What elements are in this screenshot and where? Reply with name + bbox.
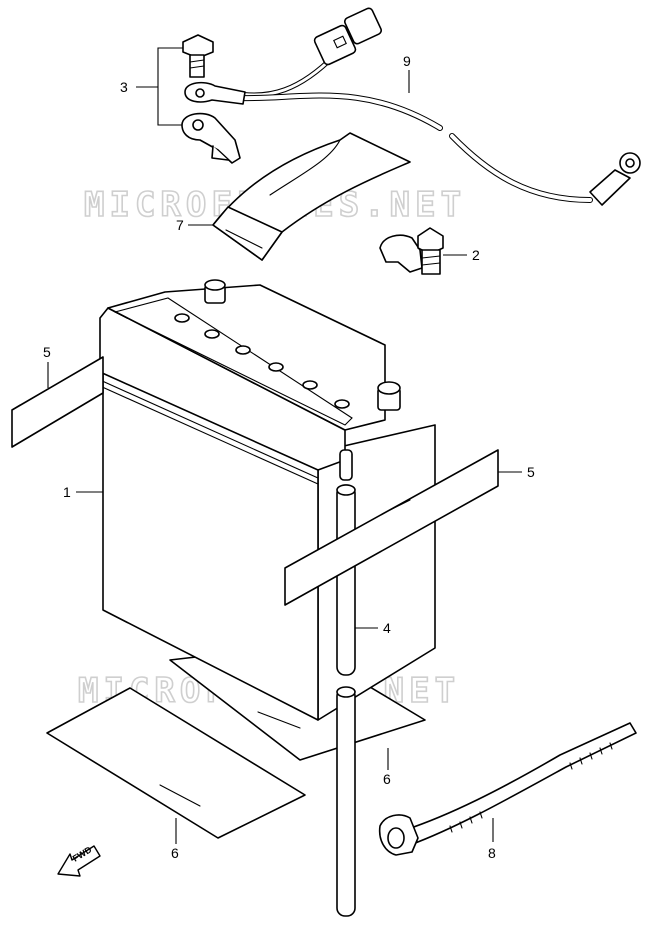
callout-8: 8	[488, 818, 496, 861]
callout-5-right: 5	[498, 464, 535, 480]
battery-strap	[212, 132, 411, 261]
callout-9: 9	[403, 53, 411, 93]
callout-9-label: 9	[403, 53, 411, 69]
clamp-teeth	[449, 742, 613, 833]
callout-7-label: 7	[176, 217, 184, 233]
tray-pad-lower-left	[46, 687, 306, 839]
pad-right	[284, 449, 499, 606]
battery	[99, 279, 436, 721]
callout-8-label: 8	[488, 845, 496, 861]
terminal-positive	[377, 381, 401, 411]
callout-5-upper-label: 5	[43, 344, 51, 360]
callout-6-left: 6	[171, 818, 179, 861]
terminal-bolt-right	[379, 227, 444, 275]
terminal-nut-plate-left	[181, 112, 241, 164]
cell-caps	[174, 313, 350, 409]
callout-2: 2	[443, 247, 480, 263]
terminal-negative	[204, 279, 226, 304]
callout-3: 3	[120, 47, 183, 126]
pad-upper-left	[11, 356, 104, 448]
callout-5-right-label: 5	[527, 464, 535, 480]
callout-7: 7	[176, 217, 213, 233]
callout-5-upper: 5	[43, 344, 51, 388]
callout-2-label: 2	[472, 247, 480, 263]
fwd-arrow-icon: FWD	[57, 844, 101, 877]
callout-1: 1	[63, 484, 103, 500]
callout-6-left-label: 6	[171, 845, 179, 861]
callout-4: 4	[355, 620, 391, 636]
cable-connector	[313, 7, 382, 66]
callout-1-label: 1	[63, 484, 71, 500]
terminal-bolt-left	[182, 34, 214, 78]
cable-eye-terminal	[589, 152, 641, 206]
callout-6-right-label: 6	[383, 771, 391, 787]
callout-6-right: 6	[383, 748, 391, 787]
hose-clamp	[378, 722, 637, 856]
callout-3-label: 3	[120, 79, 128, 95]
callout-4-label: 4	[383, 620, 391, 636]
battery-cable	[184, 7, 641, 206]
